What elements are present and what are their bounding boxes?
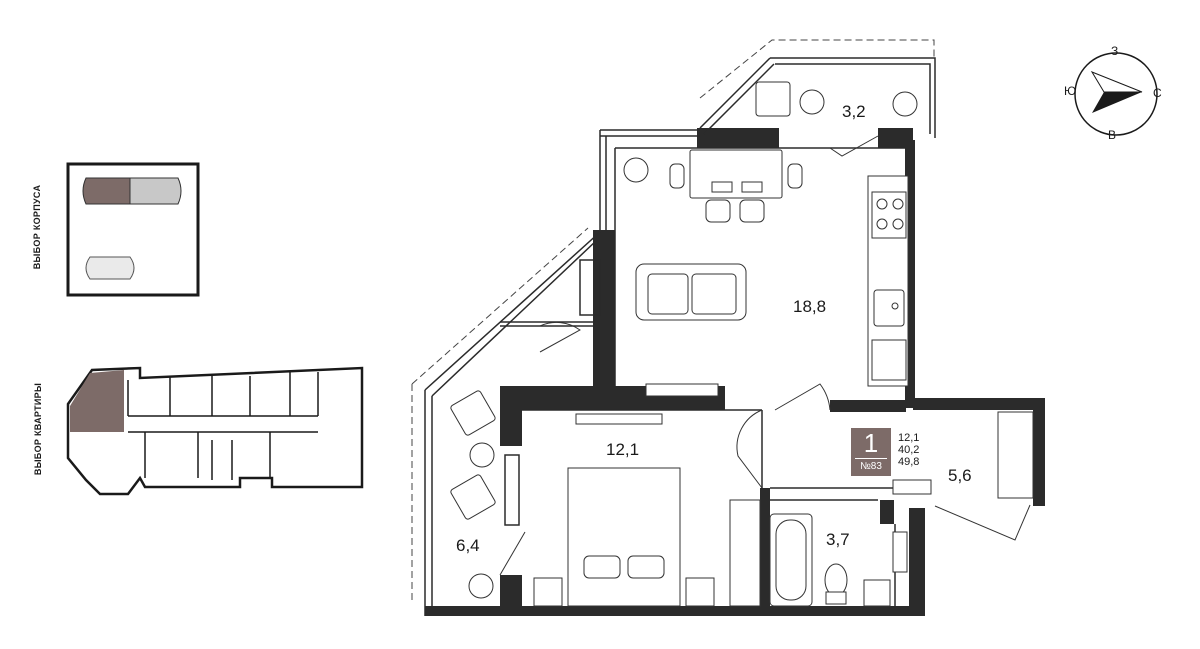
balcony-chair-top [755,81,825,117]
hall-shelf [892,479,932,495]
building-selector[interactable] [66,162,200,297]
area-balcony-top: 3,2 [842,102,866,121]
doors [499,135,1031,576]
sink-bath [863,579,891,607]
plant-icon [468,91,918,599]
tv-stand [645,383,719,397]
total-area-value: 40,2 [898,444,920,456]
area-bedroom: 12,1 [606,440,640,459]
sofa-icon [635,263,747,321]
living-area-value: 12,1 [898,432,920,444]
kitchen-counter [867,175,909,387]
area-hall: 5,6 [948,466,972,485]
closet [729,499,761,607]
dining-table-icon [669,149,803,223]
wardrobe [575,413,663,425]
balcony-outline-dashed [411,39,935,600]
apartment-number: №83 [855,458,887,472]
room-count: 1 [863,428,879,458]
compass-west-label: З [1111,44,1119,58]
compass-east-label: В [1108,128,1117,142]
hall-wardrobe [997,411,1034,499]
apartment-selected-unit[interactable] [70,370,124,432]
area-bathroom: 3,7 [826,530,850,549]
area-balcony-left: 6,4 [456,536,480,555]
bathtub-icon [769,513,813,607]
building-third[interactable] [85,256,135,280]
washer [892,531,908,573]
compass-north-label: С [1153,86,1162,100]
apartment-selector[interactable] [66,366,364,496]
toilet-icon [824,563,848,605]
compass-south-label: Ю [1064,84,1077,98]
apartment-badge: 1 №83 [851,428,891,476]
balcony-chairs-left [450,390,496,520]
area-living-room: 18,8 [793,297,827,316]
gross-area-value: 49,8 [898,456,920,468]
apartment-areas: 12,1 40,2 49,8 [898,432,919,468]
building-selected[interactable] [82,177,131,205]
building-other[interactable] [129,177,182,205]
compass-icon [1074,52,1158,136]
bed-icon [533,467,715,607]
